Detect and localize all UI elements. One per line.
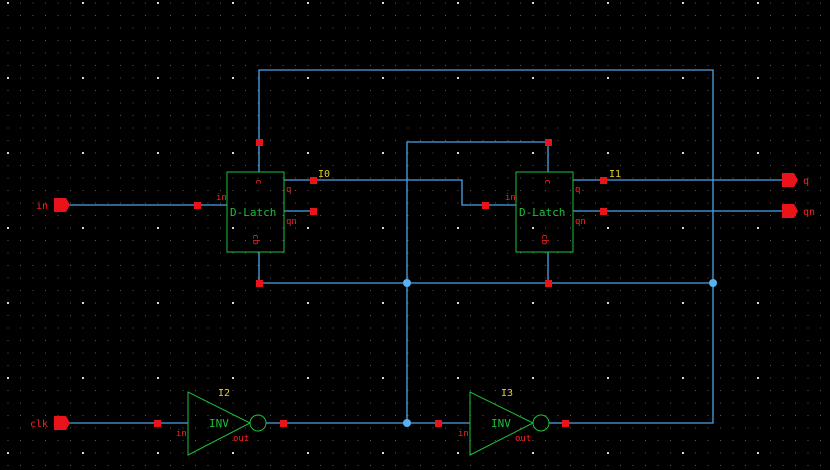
io-pin-q-label: q [803,176,809,187]
io-pin-qn[interactable]: qn [782,204,815,218]
io-pin-clk-label: clk [30,419,48,430]
pin-square[interactable] [435,420,442,427]
latch-i1-pin-qn: qn [575,217,586,227]
latch-i0-pin-q: q [286,185,291,195]
output-pin-arrow [782,173,798,187]
junction-dot [403,419,411,427]
io-pin-in-label: in [36,201,48,212]
junction-dot [709,279,717,287]
wire-latch0-q-to-latch1-in[interactable] [314,179,486,206]
inverter-i2-pin-out: out [233,434,249,444]
latch-i1-pin-c: c [542,179,552,184]
pin-square[interactable] [256,139,263,146]
pin-square[interactable] [310,177,317,184]
latch-i1-body [515,171,574,253]
pin-square[interactable] [600,177,607,184]
inverter-i3-name: INV [491,417,511,430]
wires [62,69,785,424]
pin-square[interactable] [154,420,161,427]
latch-i0-pin-in: in [216,193,227,203]
latch-i0-body [226,171,285,253]
latch-i0[interactable]: D-Latch I0 in q qn c cb [216,169,330,253]
inverter-i2-instance: I2 [218,388,230,399]
latch-i0-pin-qn: qn [286,217,297,227]
latch-i0-pin-cb: cb [250,234,260,245]
io-pin-qn-label: qn [803,207,815,218]
pin-square[interactable] [310,208,317,215]
pin-square[interactable] [256,280,263,287]
latch-i1[interactable]: D-Latch I1 in q qn c cb [505,169,621,253]
inverter-i3-triangle [469,391,535,456]
inverter-i2-name: INV [209,417,229,430]
pin-square[interactable] [482,202,489,209]
io-pin-in[interactable]: in [36,198,70,212]
pin-squares [154,139,607,427]
latch-i0-instance: I0 [318,169,330,180]
input-pin-arrow [54,416,70,430]
io-pin-q[interactable]: q [782,173,809,187]
inverter-i3-pin-out: out [515,434,531,444]
input-pin-arrow [54,198,70,212]
latch-i0-name: D-Latch [230,206,276,219]
pin-square[interactable] [194,202,201,209]
pin-square[interactable] [280,420,287,427]
io-pin-clk[interactable]: clk [30,416,70,430]
inverter-i2-triangle [187,391,252,456]
inverter-i3-bubble [532,414,550,432]
inverter-i3[interactable]: INV I3 in out [458,388,550,456]
junctions [403,279,717,427]
latch-i1-name: D-Latch [519,206,565,219]
latch-i0-pin-c: c [253,179,263,184]
latch-i1-instance: I1 [609,169,621,180]
junction-dot [403,279,411,287]
wire-clk-vertical[interactable] [406,141,548,423]
pin-square[interactable] [545,139,552,146]
inverter-i2-bubble [249,414,267,432]
inverter-i2[interactable]: INV I2 in out [176,388,267,456]
pin-square[interactable] [562,420,569,427]
inverter-i2-pin-in: in [176,429,187,439]
inverter-i3-pin-in: in [458,429,469,439]
wire-i3-out-feedback[interactable] [258,69,714,424]
inverter-i3-instance: I3 [501,388,513,399]
latch-i1-pin-in: in [505,193,516,203]
pin-square[interactable] [600,208,607,215]
pin-square[interactable] [545,280,552,287]
latch-i1-pin-cb: cb [539,234,549,245]
output-pin-arrow [782,204,798,218]
latch-i1-pin-q: q [575,185,580,195]
grid-dots [7,2,821,466]
